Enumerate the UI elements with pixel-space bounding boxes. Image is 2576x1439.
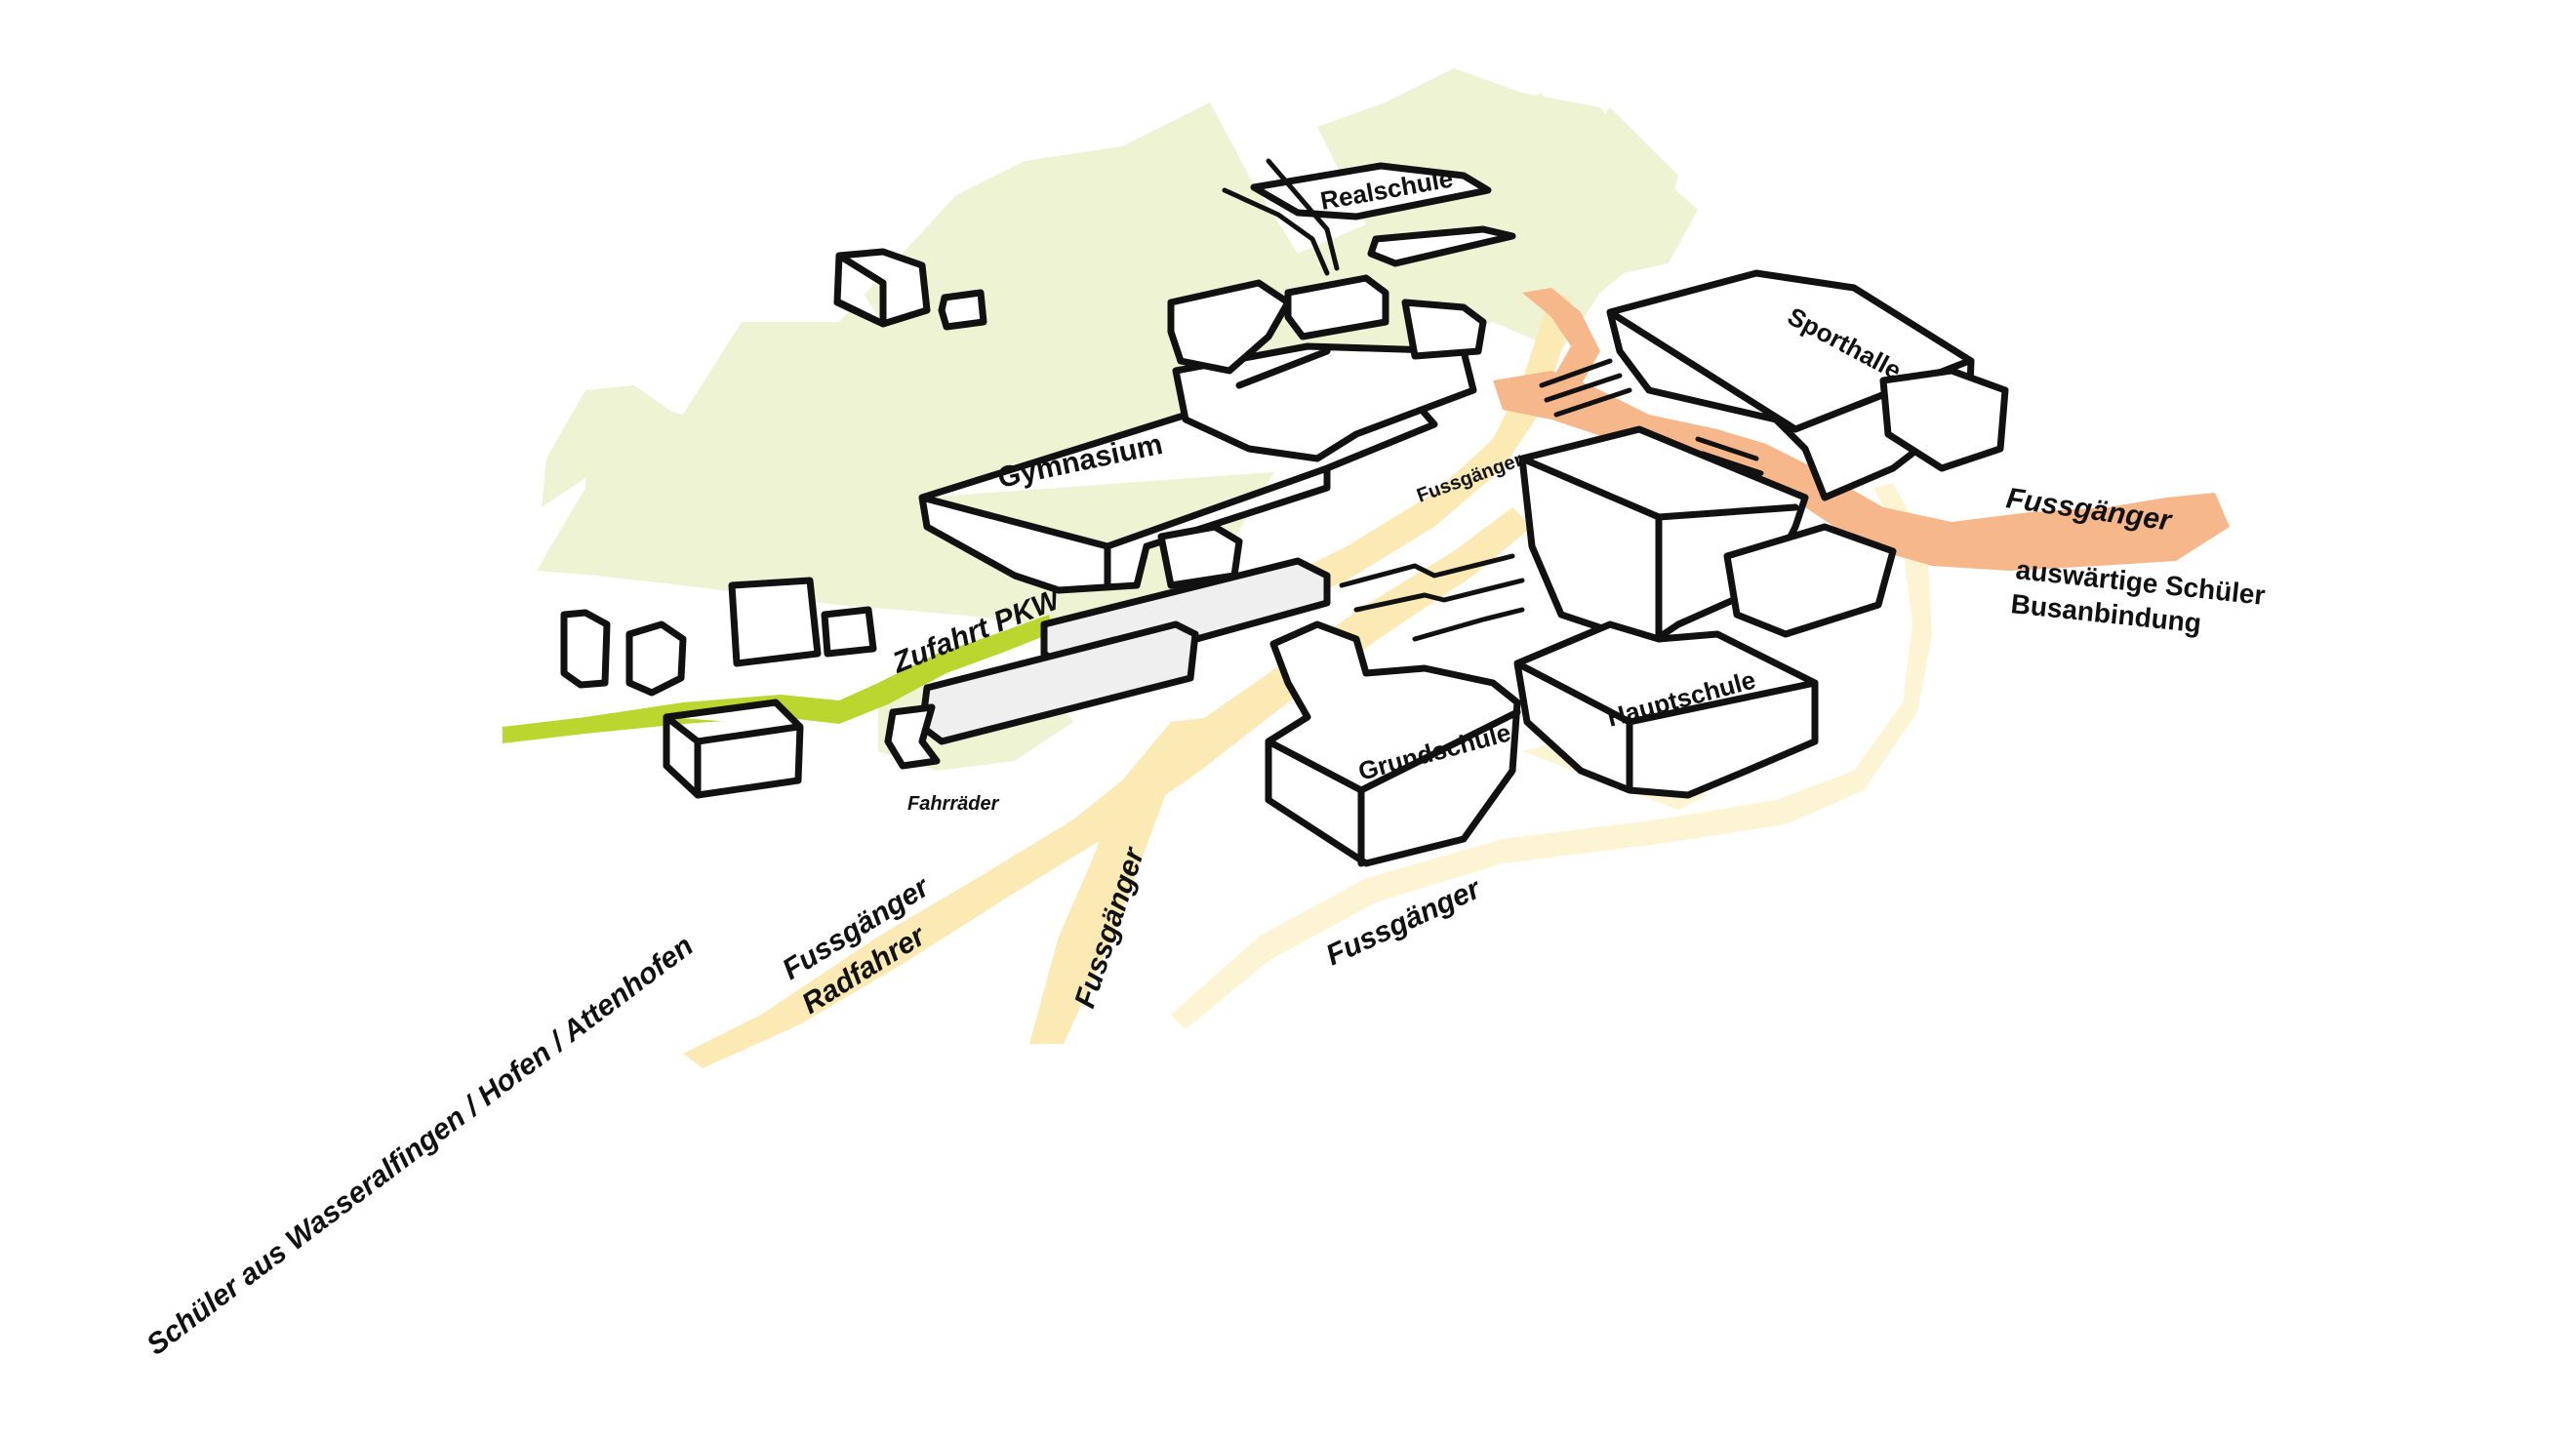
buildings [560,158,2009,867]
label-fussgaenger-small: Fussgänger [1414,449,1525,507]
house-west-3 [728,577,822,667]
central-hall-annex [1723,523,1897,638]
house-west-1 [560,609,611,689]
pathway-stripe-2 [1353,578,1525,613]
realschule-annex [1367,225,1516,267]
path-orange-north [1522,288,1600,385]
house-nw-annex [938,289,987,331]
grundschule-building [1265,620,1521,867]
gymnasium-upper-block [1172,342,1477,462]
sporthalle-link [1539,358,1764,476]
house-west-2 [625,620,687,697]
car-access-line [503,615,1054,743]
house-nw [833,248,931,328]
gymnasium-upper-tower [1284,274,1389,340]
label-fahrraeder: Fahrräder [907,793,1000,815]
realschule-boundary [1222,158,1340,276]
path-center-south [1029,717,1210,1044]
path-orange-east [1493,371,2230,571]
realschule-building [1250,162,1492,220]
pathway-stripe-3 [1412,607,1525,642]
green-area-north [1386,68,1698,278]
covered-walkway-low [884,703,941,770]
house-west-4 [821,606,877,658]
pathway-stripe-1 [1339,553,1515,588]
car-access-route [503,615,1054,743]
path-east-loop [1171,483,1932,1029]
green-area-west [542,385,683,507]
sporthalle-annex [1879,367,2009,472]
gymnasium-north-wing [1167,279,1292,375]
gymnasium-north-annex [1401,299,1487,360]
external-pedestrian-route [1493,288,2230,571]
label-schueler-aus: Schüler aus Wasseralfingen / Hofen / Att… [141,930,699,1362]
hauptschule-building [1513,620,1819,799]
house-sw [663,699,804,799]
gymnasium-entrance [1157,523,1243,589]
